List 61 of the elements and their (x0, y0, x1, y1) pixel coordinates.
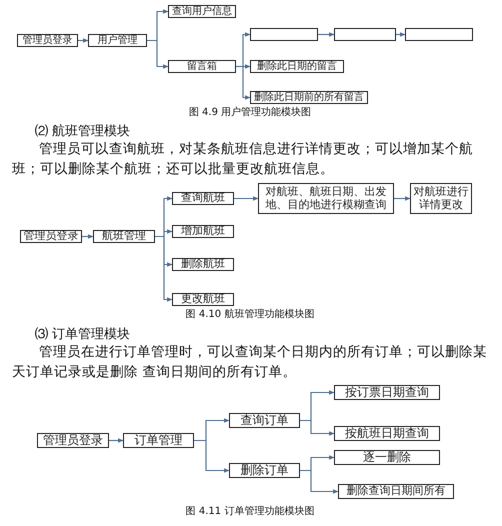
box-label: 航班管理 (102, 230, 146, 243)
process-box (88, 34, 147, 47)
process-box (229, 413, 300, 428)
box-label: 对航班、航班日期、出发地、目的地进行模糊查询 (264, 186, 388, 212)
box-label: 用户管理 (98, 34, 138, 46)
process-box (168, 60, 236, 73)
box-label: 查询订单 (240, 414, 288, 428)
arrow (78, 38, 89, 43)
process-box (334, 28, 396, 41)
section-heading: ⑶ 订单管理模块 (35, 326, 132, 344)
box-label: 增加航班 (181, 225, 225, 238)
box-label: 按订票日期查询 (345, 386, 429, 400)
box-label: 管理员登录 (22, 34, 72, 46)
box-label: 查询航班 (181, 192, 225, 205)
box-label: 留言箱 (187, 60, 217, 72)
arrow (155, 236, 173, 302)
process-box (334, 450, 440, 465)
process-box (334, 426, 440, 441)
box-label: 删除此日期的留言 (257, 60, 337, 72)
arrow (300, 470, 339, 494)
box-label: 管理员登录 (43, 434, 103, 448)
arrow (396, 32, 406, 37)
box-label: 删除查询日期间所有 (346, 485, 446, 498)
figure-caption: 图 4.10 航班管理功能模块图 (184, 308, 316, 322)
figure-caption: 图 4.9 用户管理功能模块图 (188, 106, 312, 120)
process-box (168, 5, 236, 18)
paragraph: 管理员可以查询航班，对某条航班信息进行详情更改；可以增加某个航班；可以删除某个航班；还可以批量更改航班信息。 (12, 140, 474, 179)
arrow (82, 234, 94, 239)
process-box (338, 484, 454, 499)
box-label: 对航班进行详情更改 (412, 186, 470, 212)
arrow (194, 440, 230, 473)
box-label: 逐一删除 (363, 450, 411, 464)
arrow (234, 196, 259, 201)
box-label: 删除此日期前的所有留言 (254, 92, 364, 104)
box-label: 删除订单 (240, 464, 288, 478)
process-box (405, 28, 473, 41)
process-box (123, 433, 194, 448)
process-box (37, 433, 109, 448)
process-box (17, 34, 78, 47)
section-heading: ⑵ 航班管理模块 (35, 123, 132, 141)
process-box (172, 192, 234, 205)
process-box (172, 258, 234, 271)
arrow (394, 196, 411, 201)
box-label: 按航班日期查询 (345, 426, 429, 440)
arrow (236, 66, 251, 100)
box-label: 订单管理 (134, 434, 182, 448)
process-box (258, 183, 394, 214)
process-box (172, 293, 234, 306)
process-box (229, 463, 300, 478)
arrow (109, 438, 124, 443)
process-box (334, 385, 440, 400)
process-box (93, 230, 155, 243)
process-box (250, 28, 318, 41)
paragraph: 管理员在进行订单管理时，可以查询某个日期内的所有订单；可以删除某天订单记录或是删除 查询日期间的所有订单。 (12, 343, 488, 382)
process-box (172, 225, 234, 238)
arrow (147, 40, 169, 69)
arrow (300, 420, 335, 436)
box-label: 查询用户信息 (172, 6, 232, 18)
process-box (250, 60, 344, 73)
arrow (318, 32, 335, 37)
figure-caption: 图 4.11 订单管理功能模块图 (184, 505, 316, 519)
